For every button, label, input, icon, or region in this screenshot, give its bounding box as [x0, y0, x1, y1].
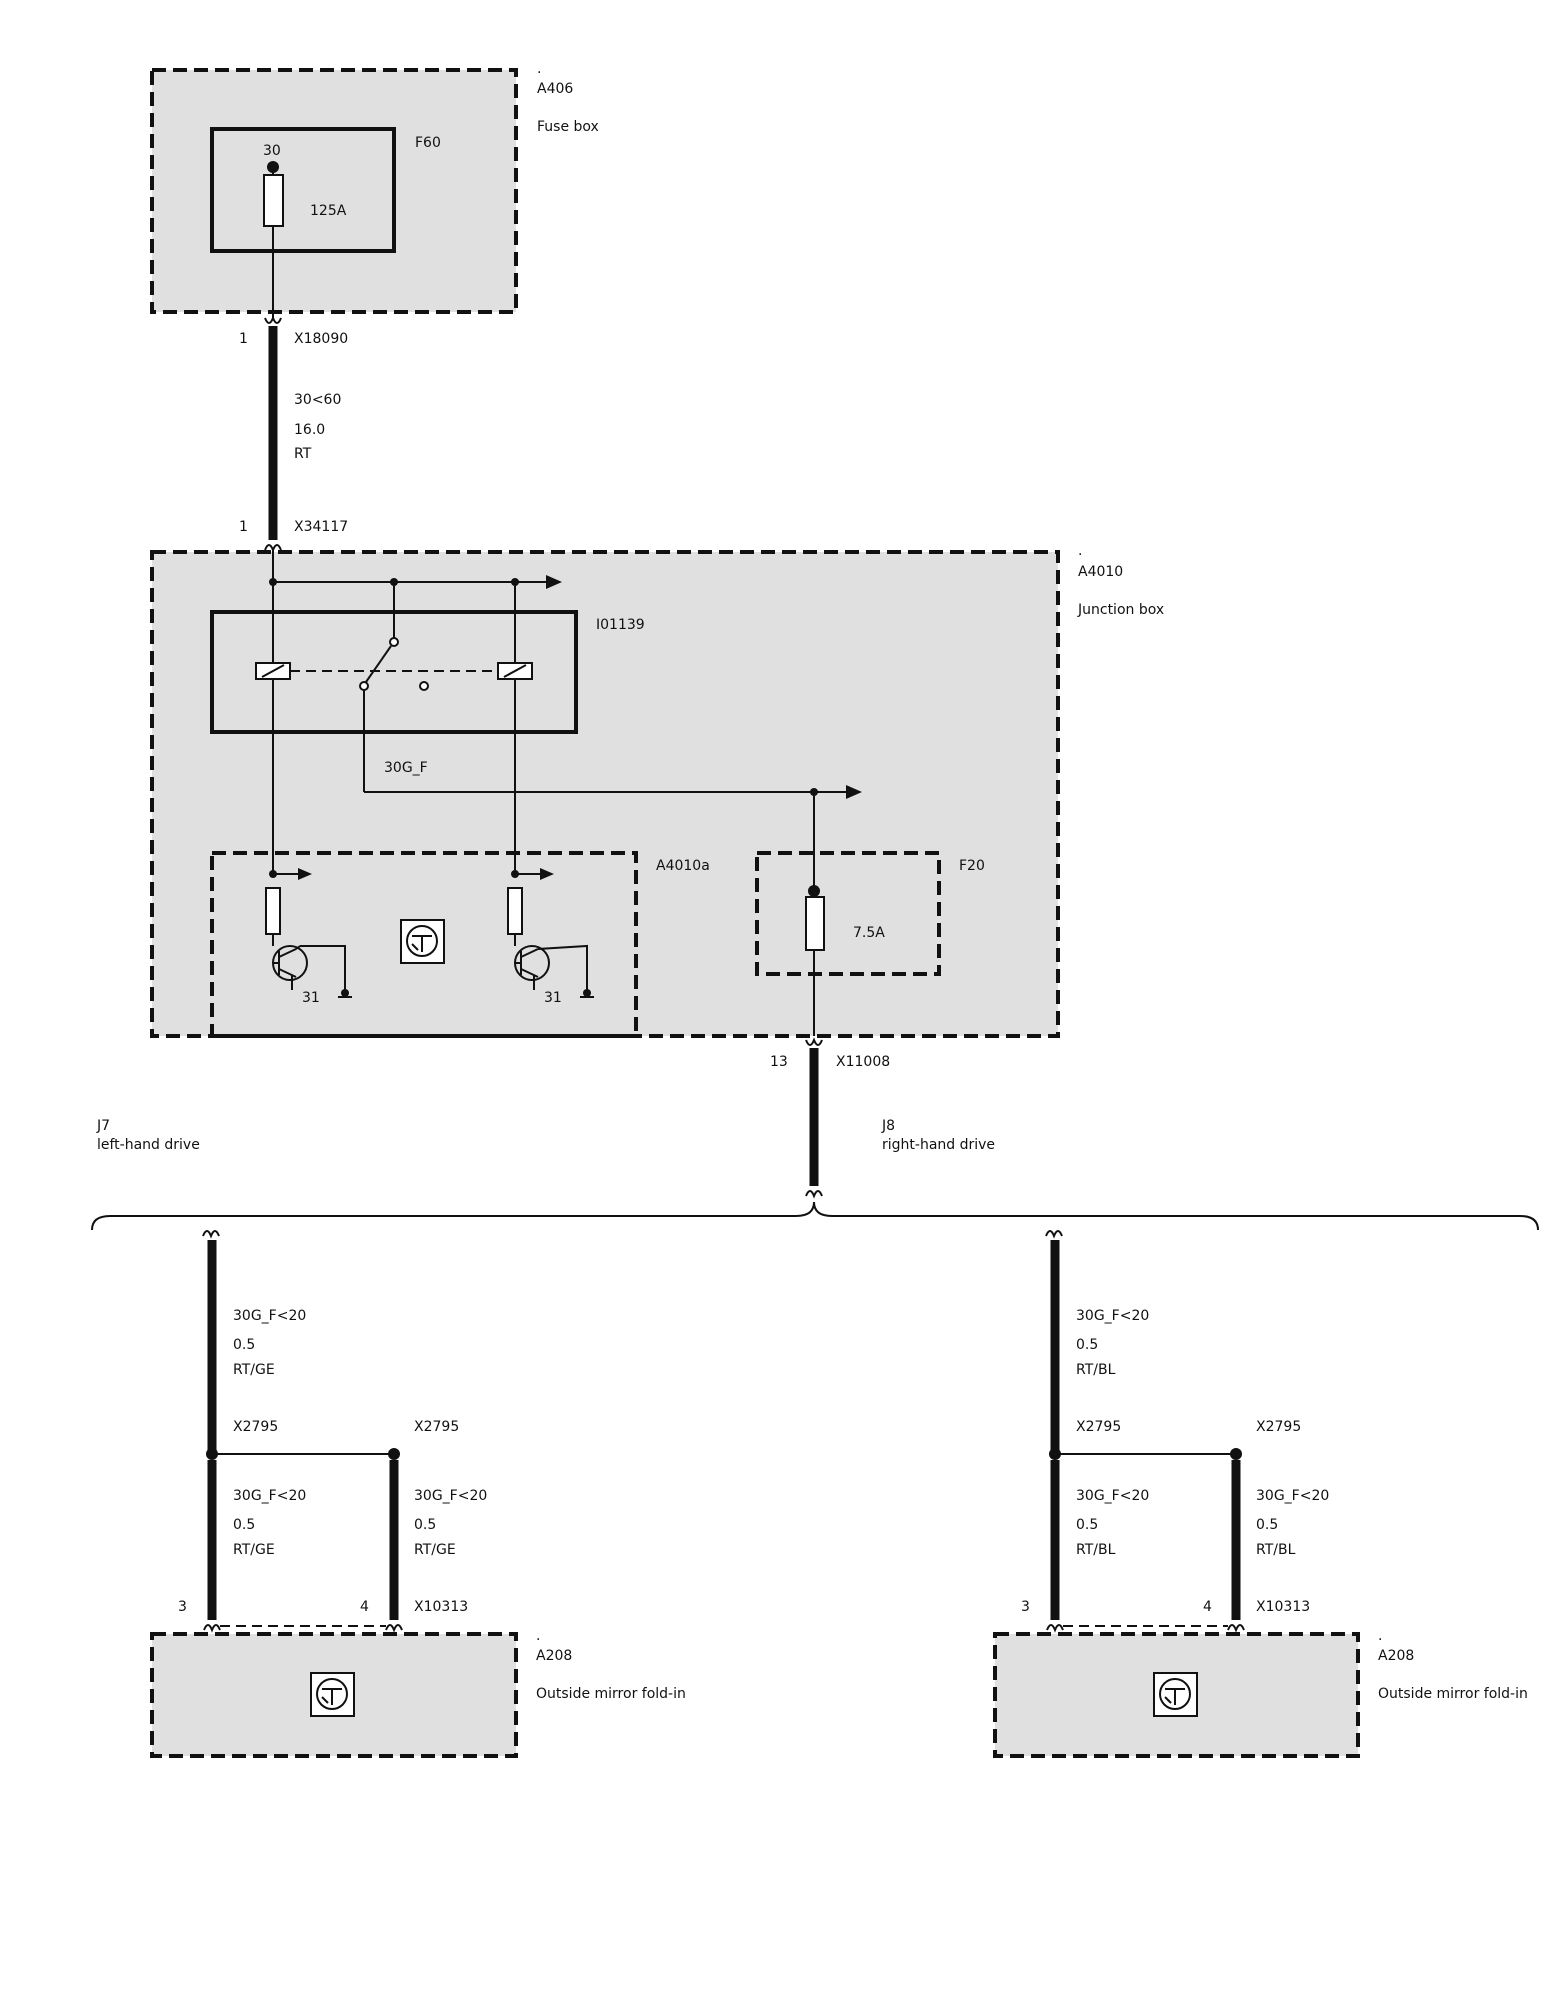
lhd-b-gauge: 0.5	[414, 1517, 436, 1533]
variant-left-id: J7	[96, 1118, 110, 1134]
lhd-b-color: RT/GE	[414, 1542, 456, 1558]
lhd-a-signal: 30G_F<20	[233, 1488, 306, 1504]
mirror-left-name: Outside mirror fold-in	[536, 1686, 686, 1702]
rhd-b-signal: 30G_F<20	[1256, 1488, 1329, 1504]
lhd-pin-a: 3	[178, 1599, 187, 1615]
rhd-top-color: RT/BL	[1076, 1362, 1116, 1378]
fuse-f20-box	[755, 851, 941, 976]
fuse-f20-rating: 7.5A	[853, 925, 885, 941]
rhd-top-gauge: 0.5	[1076, 1337, 1098, 1353]
mirror-left-id: A208	[536, 1648, 572, 1664]
signal-arrow-icon	[846, 785, 862, 799]
junction-box-a4010: . A4010 Junction box I01139 30G_F A4	[150, 543, 1164, 1038]
resistor-right-icon	[507, 887, 523, 935]
fuse-box-a406: 30 125A F60 . A406 Fuse box	[150, 61, 599, 318]
variant-right-name: right-hand drive	[882, 1137, 995, 1153]
rhd-b-color: RT/BL	[1256, 1542, 1296, 1558]
ground-left-label: 31	[302, 990, 320, 1006]
lhd-split-a-id: X2795	[233, 1419, 278, 1435]
connector-x11008-pin: 13	[770, 1054, 788, 1070]
lhd-top-signal: 30G_F<20	[233, 1308, 306, 1324]
sub-unit-a4010a	[210, 851, 638, 1038]
lhd-b-signal: 30G_F<20	[414, 1488, 487, 1504]
rhd-branch: 30G_F<20 0.5 RT/BL X2795 X2795 30G_F<20 …	[993, 1230, 1528, 1758]
mirror-right-id: A208	[1378, 1648, 1414, 1664]
lhd-connector-id: X10313	[414, 1599, 468, 1615]
internal-signal-label: 30G_F	[384, 760, 428, 776]
junction-id: A4010	[1078, 564, 1123, 580]
mirror-left-mark: .	[536, 1628, 540, 1644]
rhd-split-a-id: X2795	[1076, 1419, 1121, 1435]
fuse-f60-rating: 125A	[310, 203, 347, 219]
connector-x11008-id: X11008	[836, 1054, 890, 1070]
fuse-f60-id: F60	[415, 135, 441, 151]
ground-right-icon	[583, 989, 591, 997]
mirror-right-name: Outside mirror fold-in	[1378, 1686, 1528, 1702]
rhd-pin-a: 3	[1021, 1599, 1030, 1615]
rhd-top-signal: 30G_F<20	[1076, 1308, 1149, 1324]
main-wire-signal: 30<60	[294, 392, 341, 408]
rhd-a-signal: 30G_F<20	[1076, 1488, 1149, 1504]
connector-x18090-id: X18090	[294, 331, 348, 347]
rhd-pin-b: 4	[1203, 1599, 1212, 1615]
output-wire-x11008: 13 X11008	[770, 1037, 890, 1199]
fuse-f60-pin: 30	[263, 143, 281, 159]
lhd-split-b-id: X2795	[414, 1419, 459, 1435]
sub-unit-id: A4010a	[656, 858, 710, 874]
junction-mark: .	[1078, 543, 1082, 559]
connector-x34117-id: X34117	[294, 519, 348, 535]
fusebox-name: Fuse box	[537, 119, 599, 135]
fuse-f20-id: F20	[959, 858, 985, 874]
bus-arrow-icon	[546, 575, 562, 589]
rhd-a-color: RT/BL	[1076, 1542, 1116, 1558]
main-feed-wire: 1 X18090 30<60 16.0 RT 1 X34117	[239, 315, 348, 553]
ground-left-icon	[341, 989, 349, 997]
rhd-split-b-id: X2795	[1256, 1419, 1301, 1435]
junction-name: Junction box	[1077, 602, 1164, 618]
rhd-connector-id: X10313	[1256, 1599, 1310, 1615]
main-wire-color: RT	[294, 446, 312, 462]
fuse-f20-symbol	[805, 896, 825, 951]
mirror-right-mark: .	[1378, 1628, 1382, 1644]
lhd-top-gauge: 0.5	[233, 1337, 255, 1353]
lhd-a-gauge: 0.5	[233, 1517, 255, 1533]
lhd-a-color: RT/GE	[233, 1542, 275, 1558]
fusebox-mark: .	[537, 61, 541, 77]
fuse-f60-symbol	[263, 174, 284, 227]
variant-left-name: left-hand drive	[97, 1137, 200, 1153]
fusebox-id: A406	[537, 81, 573, 97]
lhd-top-color: RT/GE	[233, 1362, 275, 1378]
connector-x34117-pin: 1	[239, 519, 248, 535]
relay-id: I01139	[596, 617, 645, 633]
ground-right-label: 31	[544, 990, 562, 1006]
rhd-a-gauge: 0.5	[1076, 1517, 1098, 1533]
relay-switch-contact	[365, 645, 392, 683]
rhd-b-gauge: 0.5	[1256, 1517, 1278, 1533]
variant-right-id: J8	[881, 1118, 895, 1134]
main-wire-gauge: 16.0	[294, 422, 325, 438]
lhd-branch: 30G_F<20 0.5 RT/GE X2795 X2795 30G_F<20 …	[150, 1230, 686, 1758]
lhd-pin-b: 4	[360, 1599, 369, 1615]
connector-x18090-pin: 1	[239, 331, 248, 347]
variant-brace	[91, 1201, 1539, 1231]
resistor-left-icon	[265, 887, 281, 935]
